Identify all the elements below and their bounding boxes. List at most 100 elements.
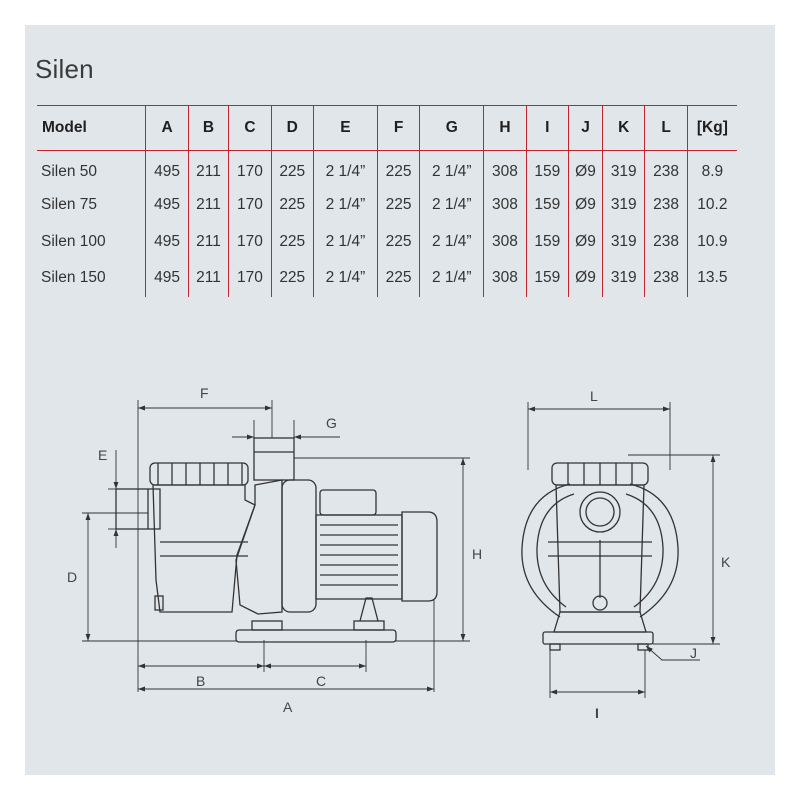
cell-model: Silen 50 [37,150,147,187]
cell-i: 159 [526,187,569,224]
front-inlet [579,491,621,533]
cell-k: 319 [602,187,646,224]
motor-fan-cover [401,511,438,602]
cell-c: 170 [228,187,272,224]
strainer-body [152,484,256,613]
cell-b: 211 [188,187,230,224]
cell-l: 238 [644,260,688,297]
cell-c: 170 [228,260,272,297]
cell-f: 225 [377,187,421,224]
table-row: Silen 150 495 211 170 225 2 1/4” 225 2 1… [37,260,737,297]
cell-i: 159 [526,223,569,260]
cell-i: 159 [526,150,569,187]
header-h: H [483,105,527,151]
cell-h: 308 [483,223,527,260]
cell-j: Ø9 [568,150,604,187]
dim-label-i: I [595,705,599,721]
cell-e: 2 1/4” [313,187,378,224]
cell-d: 225 [271,260,314,297]
dim-label-a: A [283,699,293,715]
cell-h: 308 [483,187,527,224]
header-j: J [568,105,604,151]
cell-l: 238 [644,223,688,260]
side-dimension-labels: F G E D H B C A [67,385,482,715]
header-f: F [377,105,421,151]
motor-body [315,514,403,600]
cell-l: 238 [644,150,688,187]
cell-f: 225 [377,150,421,187]
dim-label-h: H [472,546,482,562]
front-dimensions [527,402,720,698]
dim-label-d: D [67,569,77,585]
dim-label-e: E [98,447,107,463]
dim-label-g: G [326,415,337,431]
side-dimensions [82,400,470,692]
cell-k: 319 [602,260,646,297]
cell-g: 2 1/4” [419,223,485,260]
table-row: Silen 75 495 211 170 225 2 1/4” 225 2 1/… [37,187,737,224]
spec-table: Model A B C D E F G H I J K L [Kg] Silen… [37,105,737,297]
cell-kg: 10.2 [697,196,728,214]
base-plate [235,629,397,643]
cell-l: 238 [644,187,688,224]
table-header-row: Model A B C D E F G H I J K L [Kg] [37,105,737,151]
cell-k: 319 [602,223,646,260]
cell-g: 2 1/4” [419,260,485,297]
header-a: A [145,105,189,151]
strainer-lid [149,462,249,486]
cell-f: 225 [377,260,421,297]
header-model: Model [37,105,147,151]
header-l: L [644,105,688,151]
cell-a: 495 [145,223,189,260]
cell-model: Silen 100 [37,223,147,260]
header-b: B [188,105,230,151]
cell-kg: 8.9 [701,163,724,180]
terminal-box [319,489,377,516]
cell-a: 495 [145,187,189,224]
front-base [553,611,647,633]
cell-kg: 13.5 [697,269,728,287]
cell-b: 211 [188,150,230,187]
cell-d: 225 [271,223,314,260]
dim-label-l: L [590,388,598,404]
cell-k: 319 [602,150,646,187]
cell-h: 308 [483,150,527,187]
header-kg: [Kg] [687,105,737,151]
cell-e: 2 1/4” [313,223,378,260]
cell-j: Ø9 [568,187,604,224]
cell-d: 225 [271,150,314,187]
header-i: I [526,105,569,151]
header-g: G [419,105,485,151]
dim-label-f: F [200,385,209,401]
cell-h: 308 [483,260,527,297]
header-e: E [313,105,378,151]
pump-front-view [521,462,679,651]
cell-g: 2 1/4” [419,187,485,224]
header-d: D [271,105,314,151]
front-dimension-labels: L K J I [590,388,731,721]
dim-label-c: C [316,673,326,689]
cell-b: 211 [188,260,230,297]
cell-kg: 10.9 [697,232,728,250]
cell-g: 2 1/4” [419,150,485,187]
cell-j: Ø9 [568,260,604,297]
cell-c: 170 [228,223,272,260]
cell-d: 225 [271,187,314,224]
table-row: Silen 50 495 211 170 225 2 1/4” 225 2 1/… [37,150,737,187]
dim-label-b: B [196,673,205,689]
cell-j: Ø9 [568,223,604,260]
cell-c: 170 [228,150,272,187]
drain-plug [592,595,608,611]
cell-i: 159 [526,260,569,297]
cell-e: 2 1/4” [313,260,378,297]
motor-ring [521,483,571,618]
cell-model: Silen 75 [37,187,147,224]
cell-a: 495 [145,260,189,297]
pump-casing [235,479,283,615]
pump-side-view [115,437,438,643]
outlet-pipe [253,437,295,481]
dim-label-k: K [721,554,731,570]
cell-f: 225 [377,223,421,260]
dim-label-j: J [690,645,697,661]
